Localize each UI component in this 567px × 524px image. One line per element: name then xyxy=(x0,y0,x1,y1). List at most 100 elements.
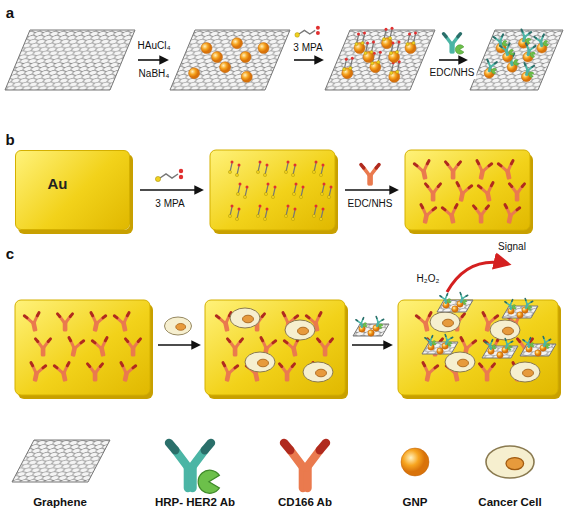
step-arrow xyxy=(158,344,199,346)
graphene-sheet xyxy=(482,346,518,358)
gold-nanoparticle xyxy=(401,448,429,476)
gold-substrate xyxy=(210,150,338,234)
cd166-antibody xyxy=(114,313,132,332)
cd166-antibody xyxy=(361,165,379,184)
legend-label: Graphene xyxy=(33,496,87,508)
graphene-conjugate xyxy=(353,317,389,337)
gold-nanoparticle xyxy=(368,330,374,336)
reagent-label: HAuCl₄ xyxy=(136,40,173,52)
hrp-her2-antibody xyxy=(523,43,538,58)
panel-letter: b xyxy=(3,131,16,148)
graphene-sheet xyxy=(470,30,563,90)
hrp-her2-antibody xyxy=(505,299,517,311)
step-arrow xyxy=(345,189,397,191)
hrp-her2-antibody xyxy=(540,337,552,349)
hrp-her2-antibody xyxy=(373,317,385,329)
cancer-cell xyxy=(490,320,520,340)
cancer-cell xyxy=(165,317,192,335)
gold-nanoparticle xyxy=(189,68,200,79)
hrp-her2-antibody xyxy=(444,34,464,54)
cancer-cell xyxy=(245,352,275,372)
step-arrow xyxy=(140,189,202,191)
gold-substrate xyxy=(205,300,348,399)
cancer-cell xyxy=(486,446,534,478)
cd166-antibody xyxy=(426,184,441,200)
cd166-antibody xyxy=(474,206,489,222)
graphene-conjugate xyxy=(482,339,518,359)
cd166-antibody xyxy=(442,205,460,224)
hrp-her2-antibody xyxy=(484,60,499,75)
cd166-antibody xyxy=(498,161,516,180)
gold-nanoparticle xyxy=(232,38,243,49)
graphene-sheet xyxy=(520,344,556,356)
reagent-label: EDC/NHS xyxy=(345,198,394,210)
gold-nanoparticle xyxy=(535,350,541,356)
gold-nanoparticle xyxy=(201,43,212,54)
cd166-antibody xyxy=(36,339,51,355)
graphene-sheet xyxy=(5,30,135,90)
gold-nanoparticle xyxy=(212,52,223,63)
hrp-her2-antibody xyxy=(485,339,497,351)
gold-substrate xyxy=(15,300,153,399)
cd166-antibody xyxy=(478,183,496,202)
cd166-antibody xyxy=(24,313,42,332)
gold-substrate: Au xyxy=(15,150,130,230)
panel-letter: c xyxy=(4,245,16,262)
cd166-antibody xyxy=(420,363,438,382)
reagent-label: H₂O₂ xyxy=(415,273,442,285)
legend-label: HRP- HER2 Ab xyxy=(155,496,235,508)
reagent-label: NaBH₄ xyxy=(137,68,172,80)
gold-nanoparticle xyxy=(517,312,523,318)
hrp-her2-antibody xyxy=(521,63,536,78)
gold-substrate xyxy=(398,300,561,399)
cd166-antibody xyxy=(88,313,106,332)
reagent-label: Signal xyxy=(496,241,528,253)
hrp-her2-antibody xyxy=(522,299,534,311)
cd166-antibody xyxy=(454,183,472,202)
step-arrow xyxy=(439,59,466,61)
hrp-her2-antibody xyxy=(356,317,368,329)
gold-nanoparticle xyxy=(258,43,269,54)
graphene-conjugate xyxy=(520,337,556,357)
hrp-her2-antibody xyxy=(493,34,508,49)
cd166-antibody xyxy=(66,338,84,357)
mpa-molecule xyxy=(155,169,183,182)
cd166-antibody xyxy=(58,314,73,330)
hrp-her2-antibody xyxy=(518,30,533,45)
hrp-her2-antibody xyxy=(440,293,452,305)
step-arrow xyxy=(294,59,322,61)
hrp-her2-antibody xyxy=(425,335,437,347)
graphene-sheet xyxy=(353,324,389,336)
hrp-her2-antibody xyxy=(534,34,549,49)
graphene-sheet xyxy=(502,306,538,318)
cd166-antibody xyxy=(220,363,238,382)
cancer-cell xyxy=(430,312,460,332)
graphene-conjugate xyxy=(502,299,538,319)
substrate-label: Au xyxy=(48,175,68,192)
step-arrow xyxy=(138,59,167,61)
gold-nanoparticle xyxy=(240,52,251,63)
cd166-antibody xyxy=(510,184,525,200)
hrp-her2-antibody xyxy=(502,339,514,351)
panel-letter: a xyxy=(4,4,16,21)
graphene-conjugate xyxy=(437,293,473,313)
hrp-her2-antibody xyxy=(523,337,535,349)
gold-substrate xyxy=(405,150,533,234)
cd166-antibody xyxy=(418,205,436,224)
cd166-antibody xyxy=(228,339,243,355)
gold-nanoparticle xyxy=(220,62,231,73)
legend-label: CD166 Ab xyxy=(278,496,332,508)
cd166-antibody xyxy=(284,443,326,488)
cancer-cell xyxy=(445,352,475,372)
cd166-antibody xyxy=(284,338,302,357)
reagent-label: 3 MPA xyxy=(153,198,186,210)
cd166-antibody xyxy=(126,339,141,355)
mpa-molecule xyxy=(295,26,320,38)
gold-nanoparticle xyxy=(452,306,458,312)
cancer-cell xyxy=(230,308,260,328)
cancer-cell xyxy=(303,362,333,382)
hrp-her2-antibody xyxy=(457,293,469,305)
cd166-antibody xyxy=(480,364,495,380)
